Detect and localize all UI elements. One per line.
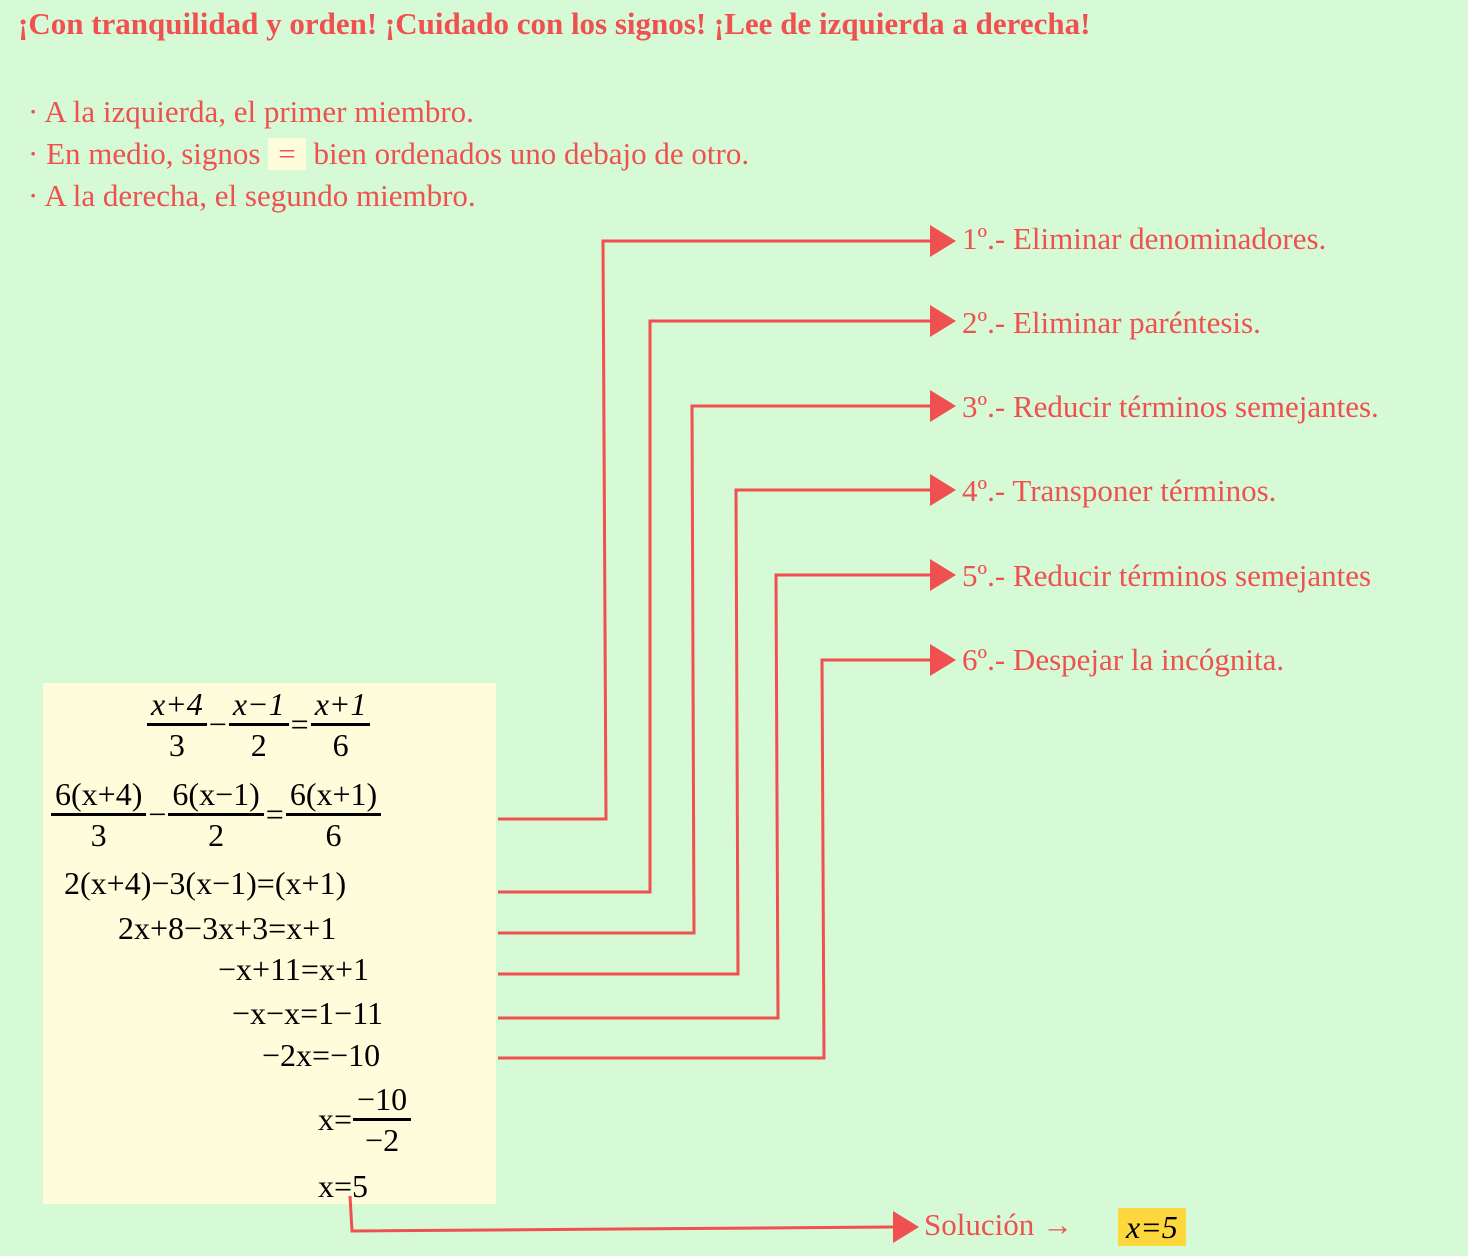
connector-solution [348, 1195, 896, 1233]
equation-row-2: 6(x+4)3 − 6(x−1)2 = 6(x+1)6 [50, 775, 382, 854]
denominator: 2 [208, 817, 225, 853]
step-2: 2º.- Eliminar paréntesis. [962, 305, 1261, 340]
equation-row-6: −x−x=1−11 [232, 995, 383, 1031]
arrowhead-icon [893, 1211, 919, 1243]
bullet-text: · En medio, signos [28, 136, 261, 171]
page-title: ¡Con tranquilidad y orden! ¡Cuidado con … [18, 6, 1091, 41]
equals-sign-box: = [268, 138, 306, 170]
equation-row-7: −2x=−10 [262, 1037, 381, 1073]
connector-step-6 [498, 658, 930, 1060]
equation-row-9: x=5 [318, 1168, 369, 1204]
numerator: 6(x+1) [285, 775, 382, 816]
step-1: 1º.- Eliminar denominadores. [962, 221, 1327, 256]
operator: − [208, 706, 227, 742]
denominator: 2 [250, 727, 267, 763]
arrowhead-icon [930, 225, 956, 257]
step-4: 4º.- Transponer términos. [962, 473, 1277, 508]
connector-step-2 [498, 319, 930, 894]
denominator: 6 [332, 727, 349, 763]
numerator: 6(x+4) [51, 775, 147, 816]
connector-step-5 [498, 573, 930, 1020]
bullet-text: bien ordenados uno debajo de otro. [313, 136, 750, 171]
solution-label: Solución → [924, 1207, 1073, 1242]
denominator: 3 [90, 817, 107, 853]
solution-text: x=5 [1126, 1209, 1178, 1245]
equation-row-3: 2(x+4)−3(x−1)=(x+1) [64, 865, 347, 901]
numerator: x+4 [147, 685, 207, 726]
equation-box [43, 683, 496, 1204]
connector-step-1 [498, 239, 930, 821]
numerator: 6(x−1) [168, 775, 264, 816]
equation-row-5: −x+11=x+1 [218, 951, 369, 987]
equation-row-4: 2x+8−3x+3=x+1 [118, 910, 337, 946]
lhs: x= [318, 1101, 353, 1137]
arrowhead-icon [930, 305, 956, 337]
bullet-middle: · En medio, signos = bien ordenados uno … [28, 136, 749, 172]
arrowhead-icon [930, 474, 956, 506]
bullet-first-member: · A la izquierda, el primer miembro. [28, 94, 474, 129]
arrowhead-icon [930, 390, 956, 422]
step-6: 6º.- Despejar la incógnita. [962, 642, 1285, 677]
step-3: 3º.- Reducir términos semejantes. [962, 389, 1379, 424]
denominator: 3 [168, 727, 185, 763]
operator: = [290, 706, 309, 742]
denominator: −2 [365, 1122, 400, 1158]
operator: = [265, 796, 284, 832]
denominator: 6 [325, 817, 342, 853]
connector-step-3 [498, 404, 930, 935]
connector-step-4 [498, 488, 930, 976]
numerator: −10 [353, 1080, 412, 1121]
bullet-second-member: · A la derecha, el segundo miembro. [28, 178, 476, 213]
numerator: x−1 [228, 685, 289, 726]
arrowhead-icon [930, 559, 956, 591]
solution-value: x=5 [1118, 1208, 1186, 1246]
equation-row-8: x= −10−2 [318, 1080, 412, 1159]
arrowhead-icon [930, 644, 956, 676]
operator: − [148, 796, 167, 832]
step-5: 5º.- Reducir términos semejantes [962, 558, 1372, 593]
numerator: x+1 [310, 685, 371, 726]
